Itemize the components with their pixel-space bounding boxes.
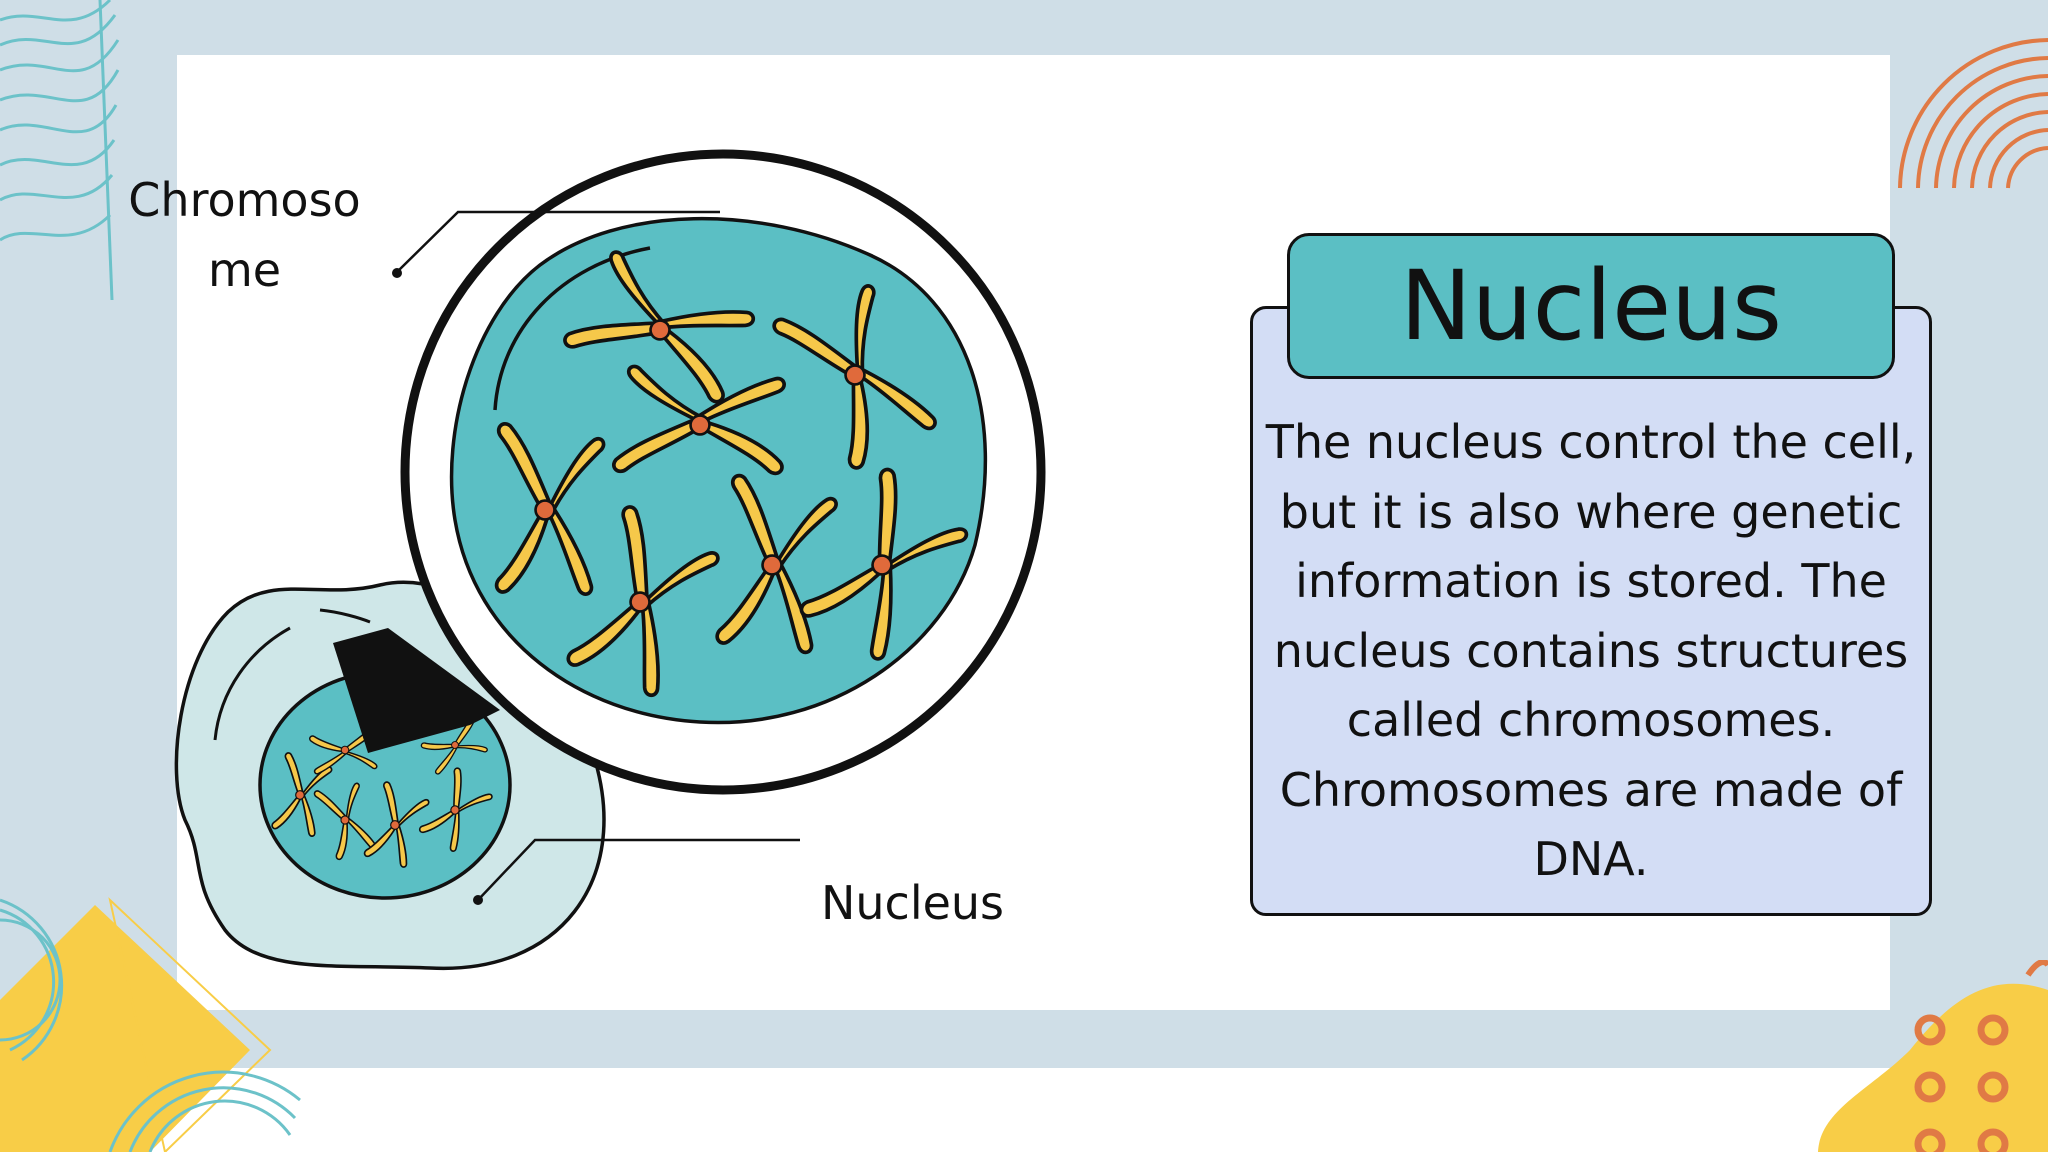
decor-bottom-left-diamond — [0, 897, 301, 1152]
decor-top-right-arcs — [1898, 38, 2048, 189]
label-chromosome: Chromoso me — [128, 173, 361, 297]
cell-diagram — [174, 149, 1046, 971]
info-box — [1250, 306, 1932, 916]
label-leader-lines — [396, 210, 800, 901]
magnifier-wedge — [333, 628, 500, 753]
label-nucleus: Nucleus — [820, 876, 1005, 930]
decor-top-left-waves — [0, 0, 120, 301]
title-tab: Nucleus — [1287, 233, 1895, 379]
description-text: The nucleus control the cell, but it is … — [1265, 415, 1917, 886]
slide-title: Nucleus — [1399, 250, 1783, 362]
decor-bottom-right-blob — [1818, 960, 2048, 1152]
